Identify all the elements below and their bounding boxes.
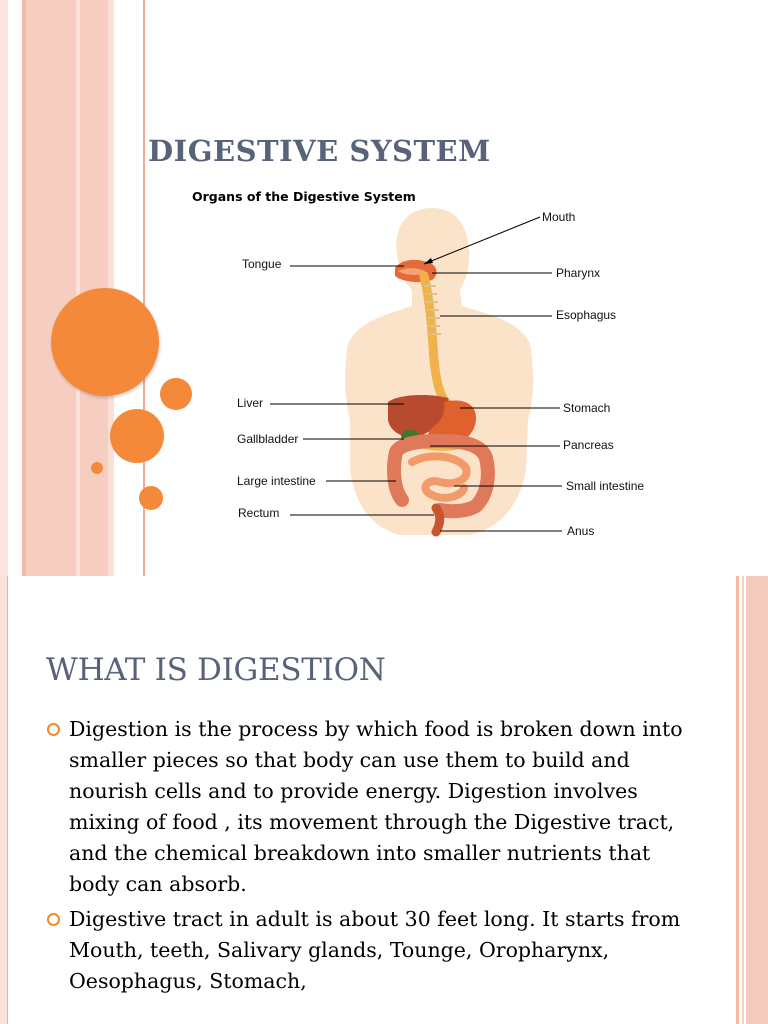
digestive-system-diagram: Mouth Tongue Pharynx Esophagus Liver Sto… — [237, 208, 644, 538]
decor-stripe — [742, 576, 744, 1024]
decor-circle — [110, 409, 164, 463]
decor-stripe — [746, 576, 768, 1024]
bullet-item: Digestive tract in adult is about 30 fee… — [46, 904, 686, 997]
decor-stripe — [22, 0, 26, 576]
label-pancreas: Pancreas — [563, 438, 614, 452]
label-rectum: Rectum — [238, 506, 279, 520]
label-small-intestine: Small intestine — [566, 479, 644, 493]
bullet-list: Digestion is the process by which food i… — [46, 714, 686, 1001]
label-anus: Anus — [567, 524, 594, 538]
decor-stripe — [0, 0, 8, 576]
label-gallbladder: Gallbladder — [237, 432, 298, 446]
decor-stripe — [143, 0, 145, 576]
label-mouth: Mouth — [542, 210, 575, 224]
label-esophagus: Esophagus — [556, 308, 616, 322]
label-pharynx: Pharynx — [556, 266, 600, 280]
decor-circle — [160, 378, 192, 410]
slide-what-is-digestion: WHAT IS DIGESTION Digestion is the proce… — [0, 576, 768, 1024]
bullet-text: Digestive tract in adult is about 30 fee… — [69, 907, 681, 993]
slide-title: DIGESTIVE SYSTEM — [148, 134, 491, 168]
figure-title: Organs of the Digestive System — [192, 189, 416, 204]
decor-circle — [51, 288, 159, 396]
label-tongue: Tongue — [242, 257, 282, 271]
label-stomach: Stomach — [563, 401, 610, 415]
decor-circle — [91, 462, 103, 474]
slide-title: WHAT IS DIGESTION — [46, 652, 386, 688]
label-large-intestine: Large intestine — [237, 474, 316, 488]
bullet-text: Digestion is the process by which food i… — [69, 717, 683, 896]
decor-stripe — [26, 0, 76, 576]
slide-digestive-system: DIGESTIVE SYSTEM Organs of the Digestive… — [0, 0, 645, 576]
decor-stripe — [736, 576, 739, 1024]
leader-lines — [270, 216, 562, 532]
large-intestine-shape — [387, 433, 495, 519]
decor-circle — [139, 486, 163, 510]
trachea-rings — [424, 285, 441, 335]
decor-stripe — [0, 576, 7, 1024]
esophagus-tube — [419, 271, 455, 410]
decor-stripe — [7, 576, 8, 1024]
liver-shape — [388, 394, 449, 438]
decor-stripe — [76, 0, 80, 576]
small-intestine-shape — [408, 452, 471, 502]
label-liver: Liver — [237, 396, 263, 410]
bullet-item: Digestion is the process by which food i… — [46, 714, 686, 900]
bullet-ring-icon — [47, 723, 60, 736]
rectum-shape — [431, 503, 445, 537]
bullet-ring-icon — [47, 913, 60, 926]
